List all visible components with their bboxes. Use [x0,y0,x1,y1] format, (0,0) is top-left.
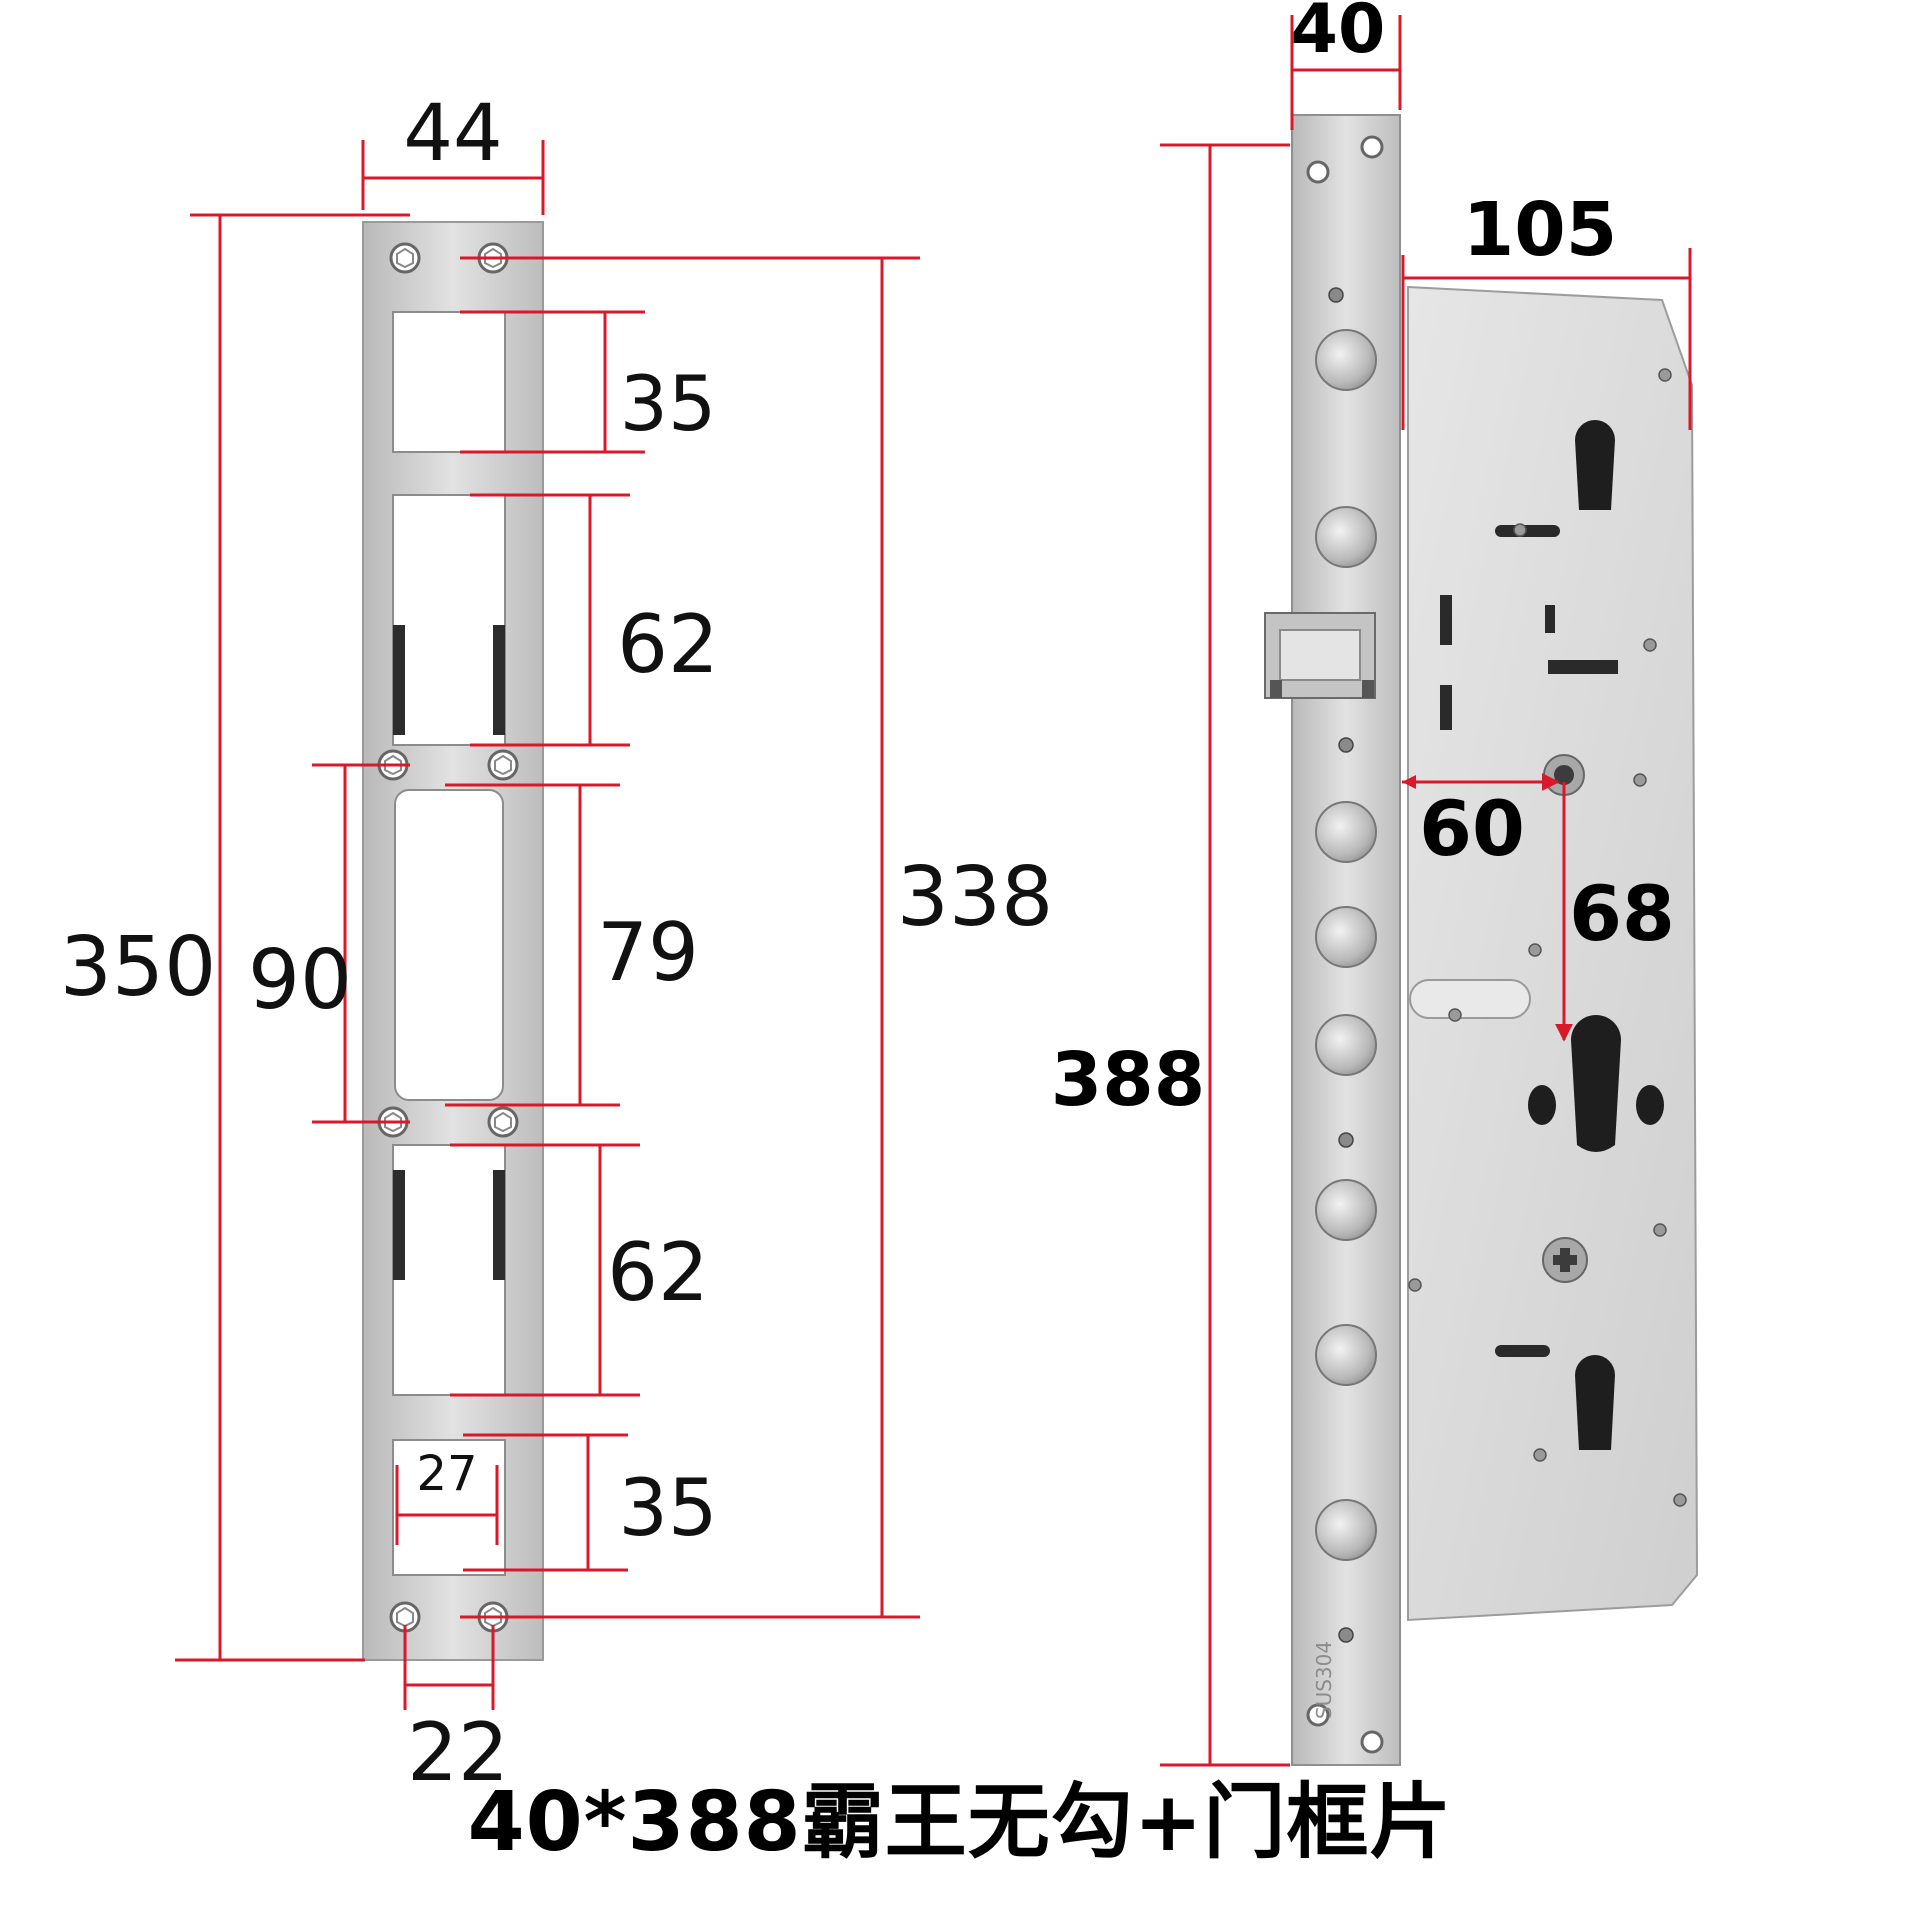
strike-slot-top [392,311,506,453]
body-slot [1440,595,1452,645]
screw-hole-icon [487,749,519,781]
dim-label-faceplate-height: 388 [1051,1037,1205,1123]
dim-label-body-depth: 105 [1463,187,1617,273]
screw-hole-icon [487,1106,519,1138]
deadbolt-icon [1315,906,1377,968]
strike-slot-upper [392,494,506,746]
lock-dimension-lines [1160,15,1692,1767]
strike-slot-lower [392,1144,506,1396]
spindle-hub-icon [1542,1237,1588,1283]
latch-slide-slot [1409,979,1531,1019]
body-slot [1495,1345,1550,1357]
dim-label-slot-bottom: 35 [618,1464,717,1554]
mortise-lock: SUS304 [1264,114,1699,1766]
cutout-icon [1528,1085,1556,1125]
deadbolt-icon [1315,506,1377,568]
keyhole-cutout-icon [1575,420,1615,510]
strike-plate [362,221,544,1661]
deadbolt-icon [1315,1014,1377,1076]
mount-hole-icon [1306,160,1330,184]
body-slot [1545,605,1555,633]
dim-label-slot-lower: 62 [607,1226,709,1319]
keyhole-cutout-icon [1575,1355,1615,1450]
slot-shadow [393,625,405,735]
cutout-icon [1636,1085,1664,1125]
mount-hole-icon [1360,1730,1384,1754]
strike-slot-center [394,789,504,1101]
dim-label-center-pitch: 90 [248,933,352,1028]
cylinder-cutout-icon [1570,1014,1621,1152]
dim-label-faceplate-width: 40 [1291,0,1386,69]
screw-hole-icon [389,242,421,274]
dim-label-hole-span: 338 [897,850,1054,945]
deadbolt-icon [1315,329,1377,391]
slot-shadow [393,1170,405,1280]
body-slot [1440,685,1452,730]
product-caption: 40*388霸王无勾+门框片 [467,1775,1453,1870]
dim-label-hole-spacing: 22 [407,1706,509,1799]
lock-body-case [1407,285,1699,1622]
faceplate-screws [1328,287,1354,1643]
latch-bolt [1264,612,1376,699]
faceplate-marking: SUS304 [1312,1641,1336,1719]
dim-label-center-distance: 68 [1569,869,1675,958]
strike-dimension-lines [175,140,920,1710]
dim-label-slot-center: 79 [597,906,699,999]
dim-label-slot-bottom-width: 27 [416,1446,477,1502]
strike-slot-bottom [392,1439,506,1576]
dim-label-width: 44 [403,89,502,179]
slot-shadow [493,625,505,735]
body-slot [1548,660,1618,674]
dim-label-total-height: 350 [60,920,217,1015]
dim-label-backset: 60 [1419,784,1525,873]
dim-label-slot-upper: 62 [617,598,719,691]
deadbolt-icon [1315,1179,1377,1241]
mount-hole-icon [1306,1703,1330,1727]
mount-hole-icon [1360,135,1384,159]
deadbolt-icon [1315,1324,1377,1386]
slot-shadow [493,1170,505,1280]
body-screws [1408,368,1687,1507]
deadbolt-icon [1315,801,1377,863]
deadbolt-icon [1315,1499,1377,1561]
dim-label-slot-top: 35 [620,359,717,448]
arrowhead-icon [1402,775,1416,789]
body-slot [1495,525,1560,537]
